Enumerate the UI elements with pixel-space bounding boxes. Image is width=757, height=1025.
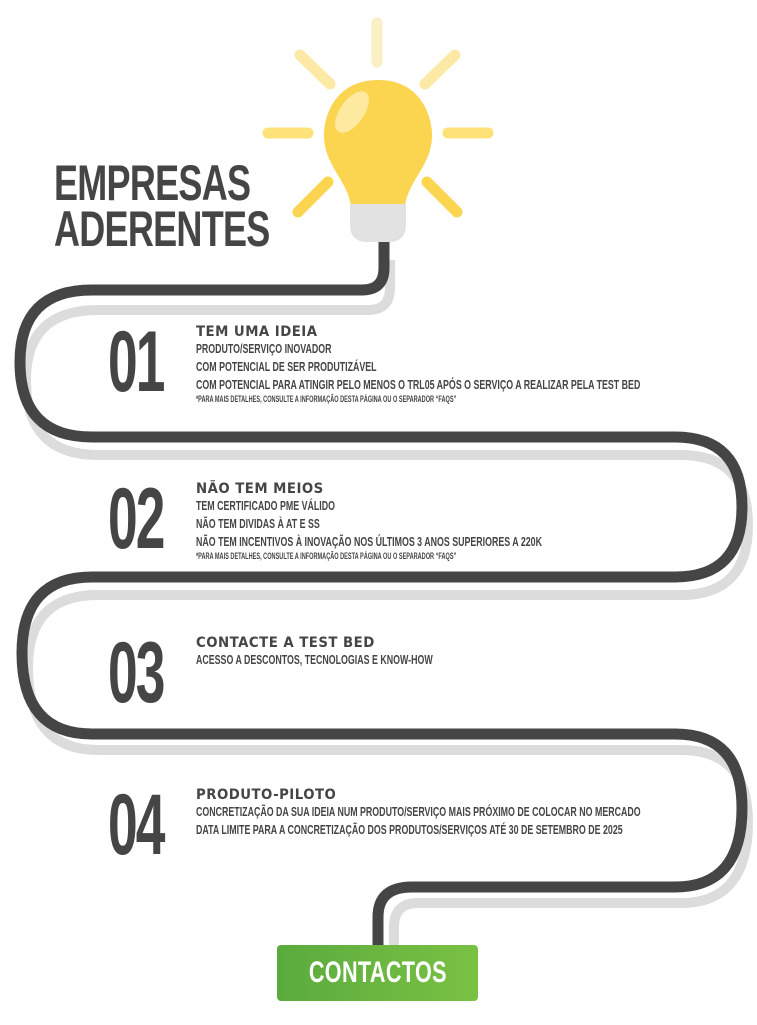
page-title: EMPRESAS ADERENTES — [54, 155, 270, 257]
step-number: 03 — [108, 625, 165, 721]
step-number: 01 — [108, 314, 165, 410]
title-line-2: ADERENTES — [54, 201, 270, 257]
step-line: NÃO TEM DIVIDAS À AT E SS — [196, 516, 320, 531]
step-heading: CONTACTE A TEST BED — [196, 635, 375, 651]
step-line: CONCRETIZAÇÃO DA SUA IDEIA NUM PRODUTO/S… — [196, 804, 641, 819]
title-line-1: EMPRESAS — [54, 155, 251, 211]
lightbulb-icon — [262, 17, 494, 242]
step-line: NÃO TEM INCENTIVOS À INOVAÇÃO NOS ÚLTIMO… — [196, 534, 542, 549]
step-heading: TEM UMA IDEIA — [196, 324, 318, 340]
step-heading: NÃO TEM MEIOS — [196, 481, 324, 497]
step-line: TEM CERTIFICADO PME VÁLIDO — [196, 498, 335, 513]
step-line: ACESSO A DESCONTOS, TECNOLOGIAS E KNOW-H… — [196, 652, 433, 667]
contactos-button[interactable]: CONTACTOS — [277, 945, 478, 1001]
step-note: *PARA MAIS DETALHES, CONSULTE A INFORMAÇ… — [196, 551, 457, 561]
contactos-button-label: CONTACTOS — [308, 956, 447, 989]
step-number: 04 — [108, 777, 165, 873]
step-line: COM POTENCIAL PARA ATINGIR PELO MENOS O … — [196, 377, 641, 392]
step-note: *PARA MAIS DETALHES, CONSULTE A INFORMAÇ… — [196, 394, 457, 404]
road-path — [14, 234, 748, 954]
step-line: DATA LIMITE PARA A CONCRETIZAÇÃO DOS PRO… — [196, 822, 623, 837]
step-line: PRODUTO/SERVIÇO INOVADOR — [196, 341, 332, 356]
step-line: COM POTENCIAL DE SER PRODUTIZÁVEL — [196, 359, 377, 374]
step-heading: PRODUTO-PILOTO — [196, 787, 337, 803]
road-shadow — [20, 260, 754, 955]
step-number: 02 — [108, 471, 165, 567]
